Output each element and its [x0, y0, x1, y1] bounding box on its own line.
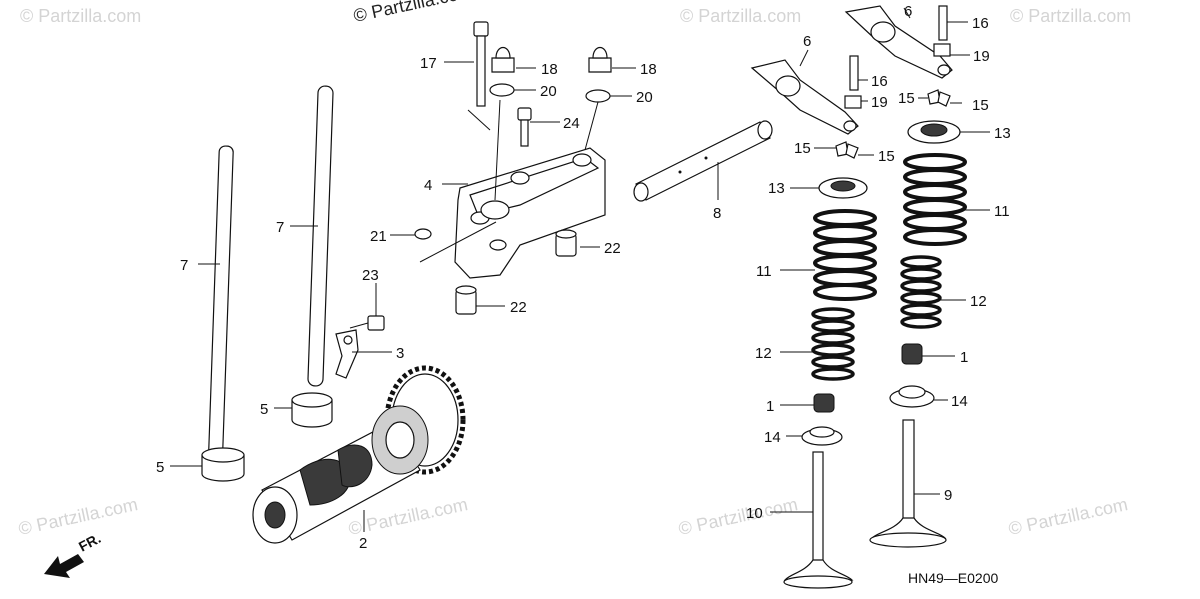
inner-spring-right [900, 255, 942, 329]
rocker-arm-holder [454, 147, 606, 279]
spring-retainer-left [818, 177, 868, 199]
callout-11: 11 [994, 203, 1010, 220]
watermark: © Partzilla.com [1010, 6, 1131, 26]
callout-9: 9 [944, 487, 952, 504]
arrow-icon [44, 554, 84, 578]
callout-1: 1 [766, 398, 774, 415]
callout-1: 1 [960, 349, 968, 366]
callout-23: 23 [362, 267, 379, 284]
callout-15: 15 [794, 140, 811, 157]
adjust-screw-left [849, 55, 859, 91]
lock-nut-right [933, 43, 951, 57]
callout-19: 19 [871, 94, 888, 111]
callout-14: 14 [764, 429, 781, 446]
callout-12: 12 [755, 345, 772, 362]
cap-nut-right [588, 46, 612, 73]
spring-seat-left [801, 426, 843, 446]
callout-24: 24 [563, 115, 580, 132]
callout-12: 12 [970, 293, 987, 310]
cotters-lower [835, 141, 859, 159]
callout-18: 18 [640, 61, 657, 78]
valve-10 [783, 451, 854, 589]
cam-stopper-plate [335, 329, 359, 379]
callout-13: 13 [994, 125, 1011, 142]
inner-spring-left [811, 307, 855, 381]
callout-7: 7 [180, 257, 188, 274]
cotters-upper [927, 89, 951, 107]
bolt-17 [473, 21, 489, 107]
callout-7: 7 [276, 219, 284, 236]
valve-stack-left [783, 177, 877, 589]
push-rod-right [307, 85, 334, 387]
front-direction-arrow: FR. [44, 530, 103, 578]
callout-19: 19 [973, 48, 990, 65]
callout-21: 21 [370, 228, 387, 245]
valve-stack-right [869, 120, 967, 548]
valve-9 [869, 419, 947, 548]
tappet-upper [291, 392, 333, 428]
spring-seat-right [889, 385, 935, 408]
direction-label: FR. [76, 530, 103, 555]
callout-15: 15 [972, 97, 989, 114]
callouts: 7 7 5 5 2 3 23 4 21 22 22 17 18 20 18 20… [156, 3, 1011, 552]
rocker-arm-shaft [633, 120, 773, 202]
callout-2: 2 [359, 535, 367, 552]
dowel-pins [455, 229, 577, 315]
dowel-pin-lower [455, 285, 477, 315]
callout-20: 20 [540, 83, 557, 100]
adjust-screw-right [938, 5, 948, 41]
callout-14: 14 [951, 393, 968, 410]
washer-20-right [585, 89, 611, 103]
callout-4: 4 [424, 177, 432, 194]
bolt-23 [349, 315, 385, 331]
callout-11: 11 [756, 263, 772, 280]
callout-5: 5 [156, 459, 164, 476]
callout-6: 6 [904, 3, 912, 20]
watermark: © Partzilla.com [17, 494, 140, 539]
cap-nut-left [491, 46, 515, 73]
watermark: © Partzilla.com [20, 6, 141, 26]
callout-16: 16 [972, 15, 989, 32]
callout-16: 16 [871, 73, 888, 90]
cam-lobe [337, 444, 373, 488]
washer-20-left [489, 83, 515, 97]
outer-spring-right [903, 153, 967, 246]
push-rods [208, 85, 334, 457]
callout-3: 3 [396, 345, 404, 362]
watermark: © Partzilla.com [1007, 494, 1130, 539]
camshaft [252, 365, 466, 544]
callout-22: 22 [604, 240, 621, 257]
push-rod-left [208, 145, 234, 457]
callout-15: 15 [878, 148, 895, 165]
callout-5: 5 [260, 401, 268, 418]
callout-22: 22 [510, 299, 527, 316]
watermark: © Partzilla.com [677, 494, 800, 539]
tappets [201, 392, 333, 482]
watermark: © Partzilla.com [352, 0, 475, 26]
stem-seal-left [813, 393, 835, 413]
rocker-arm-left [750, 59, 859, 135]
washer-21 [414, 228, 432, 240]
outer-spring-left [813, 209, 877, 301]
callout-8: 8 [713, 205, 721, 222]
callout-13: 13 [768, 180, 785, 197]
bolt-24 [517, 107, 532, 147]
dowel-pin-upper [555, 229, 577, 257]
tappet-lower [201, 447, 245, 482]
diagram-code: HN49—E0200 [908, 570, 998, 586]
callout-6: 6 [803, 33, 811, 50]
stem-seal-right [901, 343, 923, 365]
rocker-arm-right [844, 5, 953, 79]
callout-20: 20 [636, 89, 653, 106]
callout-17: 17 [420, 55, 437, 72]
spring-retainer-right [907, 120, 961, 144]
callout-10: 10 [746, 505, 763, 522]
watermark: © Partzilla.com [680, 6, 801, 26]
lock-nut-left [844, 95, 862, 109]
callout-18: 18 [541, 61, 558, 78]
callout-15: 15 [898, 90, 915, 107]
leader-lines [170, 7, 990, 532]
watermark: © Partzilla.com [347, 494, 470, 539]
